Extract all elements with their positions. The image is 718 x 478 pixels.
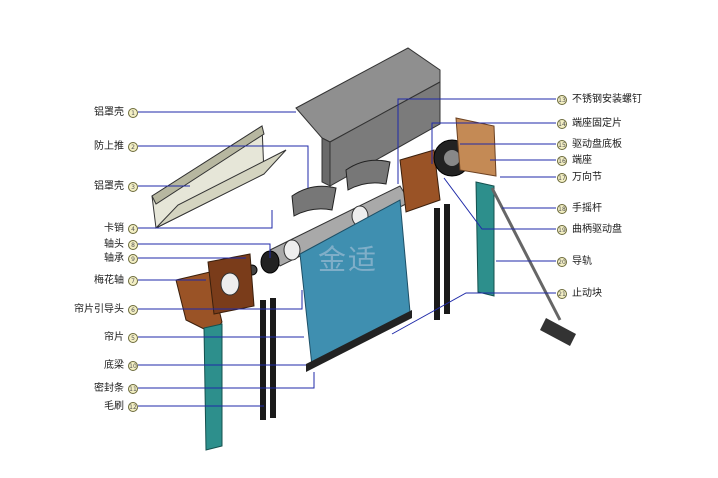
callout-number: 5 bbox=[128, 333, 138, 343]
front-housing bbox=[151, 125, 287, 229]
callout-label: 轴头 bbox=[104, 239, 124, 250]
leader-lines bbox=[138, 98, 556, 407]
callout-label: 不锈钢安装螺钉 bbox=[572, 94, 642, 105]
callout-label: 底梁 bbox=[104, 360, 124, 371]
callout-number: 16 bbox=[557, 156, 567, 166]
callout-label: 铝罩壳 bbox=[94, 181, 124, 192]
watermark: 金适 bbox=[318, 243, 379, 276]
callout-number: 10 bbox=[128, 361, 138, 371]
callout-number: 11 bbox=[128, 384, 138, 394]
callout-label: 帘片 bbox=[104, 332, 124, 343]
callout-number: 18 bbox=[557, 204, 567, 214]
callout-label: 帘片引导头 bbox=[74, 304, 124, 315]
callout-number: 17 bbox=[557, 173, 567, 183]
callout-number: 12 bbox=[128, 402, 138, 412]
callout-number: 3 bbox=[128, 182, 138, 192]
callout-label: 万向节 bbox=[572, 172, 602, 183]
callout-number: 14 bbox=[557, 119, 567, 129]
callout-number: 1 bbox=[128, 108, 138, 118]
callout-label: 驱动盘底板 bbox=[572, 139, 622, 150]
curtain-slats bbox=[299, 199, 412, 372]
callout-number: 8 bbox=[128, 240, 138, 250]
callout-label: 防上推 bbox=[94, 141, 124, 152]
callout-number: 6 bbox=[128, 305, 138, 315]
callout-number: 15 bbox=[557, 140, 567, 150]
callout-label: 卡销 bbox=[104, 223, 124, 234]
callout-label: 毛刷 bbox=[104, 401, 124, 412]
callout-label: 梅花轴 bbox=[94, 275, 124, 286]
callout-label: 端座固定片 bbox=[572, 118, 622, 129]
anti-push-brackets bbox=[291, 159, 391, 217]
top-housing bbox=[295, 47, 441, 187]
callout-label: 导轨 bbox=[572, 256, 592, 267]
callout-label: 曲柄驱动盘 bbox=[572, 224, 622, 235]
callout-number: 21 bbox=[557, 289, 567, 299]
callout-number: 7 bbox=[128, 276, 138, 286]
callout-label: 端座 bbox=[572, 155, 592, 166]
callout-number: 2 bbox=[128, 142, 138, 152]
callout-label: 止动块 bbox=[572, 288, 602, 299]
callout-number: 13 bbox=[557, 95, 567, 105]
callout-label: 铝罩壳 bbox=[94, 107, 124, 118]
callout-number: 19 bbox=[557, 225, 567, 235]
callout-label: 密封条 bbox=[94, 383, 124, 394]
callout-number: 4 bbox=[128, 224, 138, 234]
left-end-assembly bbox=[175, 253, 276, 451]
callout-number: 20 bbox=[557, 257, 567, 267]
right-end-assembly bbox=[399, 117, 576, 346]
callout-label: 手摇杆 bbox=[572, 203, 602, 214]
callout-number: 9 bbox=[128, 254, 138, 264]
callout-label: 轴承 bbox=[104, 253, 124, 264]
